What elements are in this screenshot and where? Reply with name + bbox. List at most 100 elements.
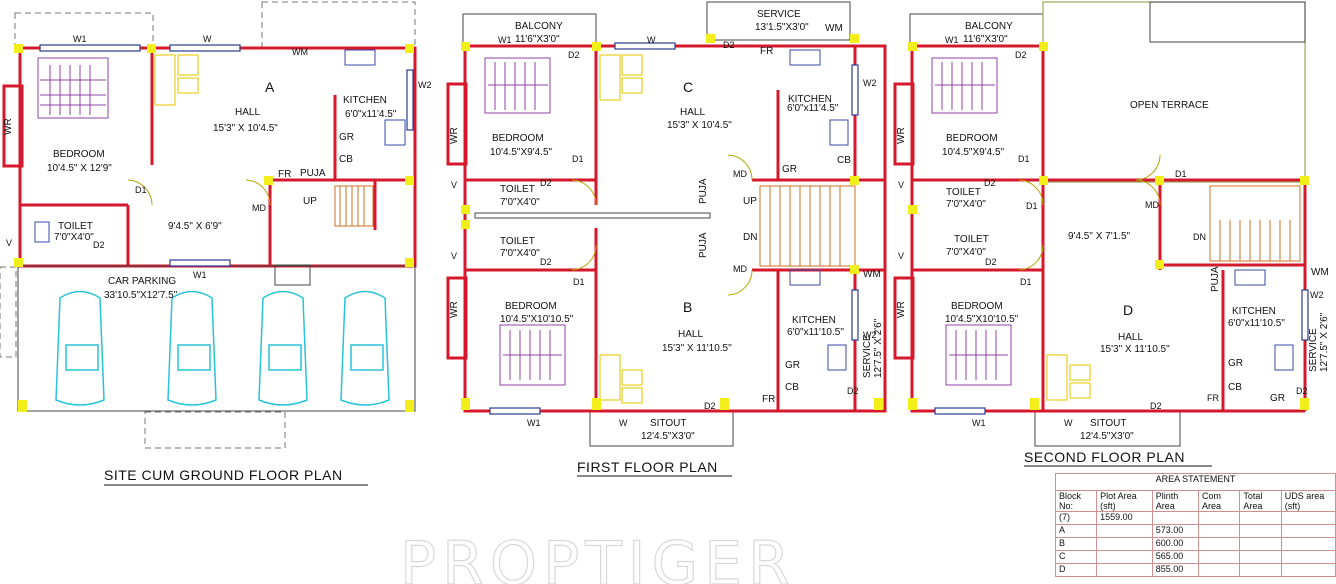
sf-title: SECOND FLOOR PLAN [1024, 449, 1185, 465]
ff-bedroom-c-name: BEDROOM [492, 133, 544, 144]
table-cell [1280, 524, 1336, 538]
sf-v-bottom: V [898, 251, 904, 261]
sf-d2-toilet-1: D2 [984, 178, 996, 188]
sf-md-tag: MD [1145, 200, 1159, 210]
ff-title: FIRST FLOOR PLAN [577, 459, 718, 475]
table-cell: 855.00 [1151, 563, 1199, 577]
table-cell: (7) [1054, 511, 1098, 525]
gf-kitchen-size: 6'0"x11'4.5" [345, 109, 397, 120]
table-row: C 565.00 [1054, 550, 1336, 564]
sf-d1-bottom: D1 [1020, 277, 1032, 287]
sf-w2-tag: W2 [1310, 290, 1324, 300]
sf-d2-toilet-2: D2 [985, 257, 997, 267]
ff-wm-top: WM [825, 23, 843, 34]
table-header: Block No: [1054, 490, 1098, 512]
ff-hall-b-letter: B [683, 299, 692, 315]
ff-d2-toilet-1: D2 [540, 178, 552, 188]
table-header: UDS area (sft) [1280, 490, 1336, 512]
ff-kitchen-c-size: 6'0"x11'4.5" [787, 103, 839, 114]
sf-bedroom-1-size: 10'4.5"X9'4.5" [942, 147, 1005, 158]
table-cell [1280, 563, 1336, 577]
ff-bedroom-b-name: BEDROOM [505, 301, 557, 312]
table-cell [1239, 511, 1282, 525]
ff-w2-tag-bottom: W2 [863, 330, 877, 340]
gf-w1b-tag: W1 [193, 270, 207, 280]
gf-d1-tag: D1 [135, 185, 147, 195]
ff-gr-bottom: GR [785, 360, 800, 371]
first-floor-plan [446, 1, 887, 447]
table-cell [1280, 537, 1336, 551]
table-cell [1197, 563, 1241, 577]
sf-dn-label: DN [1193, 232, 1206, 242]
table-header: Plot Area (sft) [1096, 490, 1153, 512]
table-cell [1096, 524, 1153, 538]
table-cell: C [1054, 550, 1098, 564]
gf-bedroom-size: 10'4.5" X 12'9" [47, 163, 112, 174]
sf-w1-tag: W1 [945, 35, 959, 45]
ff-w2-tag-top: W2 [863, 78, 877, 88]
gf-puja-label: PUJA [300, 168, 326, 179]
table-cell: A [1054, 524, 1098, 538]
sf-puja-label: PUJA [1210, 266, 1221, 292]
sf-d2-tag-top: D2 [1015, 50, 1027, 60]
ff-toilet-1-name: TOILET [500, 184, 535, 195]
sf-service-side-name: SERVICE [1308, 328, 1319, 372]
ff-hall-b-name: HALL [678, 329, 703, 340]
table-row: B 600.00 [1054, 537, 1336, 551]
sf-balcony-size: 11'6"X3'0" [963, 34, 1008, 45]
ff-wr-top: WR [449, 127, 460, 144]
table-cell [1239, 537, 1282, 551]
sf-wm-side: WM [1311, 267, 1329, 278]
table-cell [1096, 537, 1153, 551]
sf-bedroom-1-name: BEDROOM [946, 133, 998, 144]
ff-d2-tag-top: D2 [568, 50, 580, 60]
table-cell [1239, 524, 1282, 538]
table-header: Com Area [1197, 490, 1241, 512]
table-cell: 573.00 [1151, 524, 1199, 538]
ff-toilet-2-name: TOILET [500, 236, 535, 247]
ground-floor-plan [0, 1, 417, 449]
sf-open-terrace: OPEN TERRACE [1130, 100, 1209, 111]
table-cell [1280, 550, 1336, 564]
table-cell [1197, 550, 1241, 564]
sf-fr-label: FR [1207, 393, 1219, 403]
ff-hall-c-size: 15'3" X 10'4.5" [667, 120, 732, 131]
table-cell [1197, 524, 1241, 538]
ff-wr-bottom: WR [449, 301, 460, 318]
table-header: Plinth Area [1151, 490, 1199, 512]
ff-d1-bottom: D1 [573, 277, 585, 287]
table-cell: D [1054, 563, 1098, 577]
table-cell: 600.00 [1151, 537, 1199, 551]
gf-passage-size: 9'4.5" X 6'9" [168, 221, 222, 232]
sf-hall-d-name: HALL [1118, 332, 1143, 343]
ff-d2-service: D2 [723, 40, 735, 50]
ff-v-top: V [451, 180, 457, 190]
gf-bedroom-name: BEDROOM [53, 149, 105, 160]
table-cell: B [1054, 537, 1098, 551]
ff-dn-label: DN [743, 232, 757, 243]
ff-kitchen-c-name: KITCHEN [788, 94, 832, 105]
sf-balcony-name: BALCONY [965, 21, 1013, 32]
sf-d1-stair: D1 [1175, 169, 1187, 179]
sf-sitout-size: 12'4.5"X3'0" [1080, 431, 1134, 442]
ff-sitout-size: 12'4.5"X3'0" [641, 431, 695, 442]
gf-gr-label: GR [339, 132, 354, 143]
sf-bedroom-2-size: 10'4.5"X10'10.5" [945, 314, 1019, 325]
gf-toilet-size: 7'0"X4'0" [54, 232, 94, 243]
table-cell [1151, 511, 1199, 525]
table-cell [1239, 563, 1282, 577]
table-row: (7) 1559.00 [1054, 511, 1336, 525]
ff-cb-top: CB [837, 155, 851, 166]
sf-toilet-1-size: 7'0"X4'0" [946, 199, 986, 210]
sf-toilet-2-size: 7'0"X4'0" [946, 247, 986, 258]
ff-balcony-name: BALCONY [515, 21, 563, 32]
ff-puja-bottom: PUJA [698, 232, 709, 258]
ff-cb-bottom: CB [785, 382, 799, 393]
gf-d2-tag: D2 [93, 240, 105, 250]
ff-d2-toilet-2: D2 [540, 257, 552, 267]
sf-w1-bottom: W1 [972, 418, 986, 428]
ff-w1-tag: W1 [498, 35, 512, 45]
ff-bedroom-c-size: 10'4.5"X9'4.5" [490, 147, 553, 158]
ff-d1-top: D1 [572, 154, 584, 164]
